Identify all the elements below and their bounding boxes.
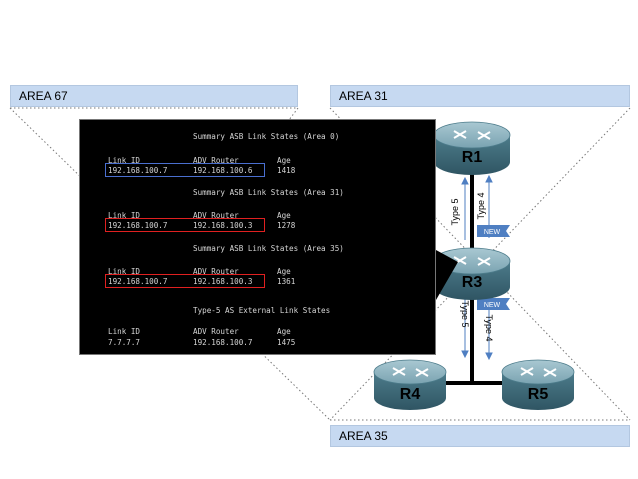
section3-title: Summary ASB Link States (Area 35) xyxy=(193,244,344,253)
section4-title: Type-5 AS External Link States xyxy=(193,306,331,315)
col-adv-router: ADV Router xyxy=(193,211,239,220)
highlight-box-blue xyxy=(105,163,265,177)
col-adv-router: ADV Router xyxy=(193,156,239,165)
col-age: Age xyxy=(277,156,291,165)
section4-age: 1475 xyxy=(277,338,296,347)
section2-link-id: 192.168.100.7 xyxy=(108,221,168,230)
section4-adv: 192.168.100.7 xyxy=(193,338,253,347)
new-lower-label: NEW xyxy=(484,302,501,309)
section4-link-id: 7.7.7.7 xyxy=(108,338,141,347)
section1-age: 1418 xyxy=(277,166,296,175)
area-31-label: AREA 31 xyxy=(330,85,630,107)
router-r4-label: R4 xyxy=(400,386,421,403)
router-arrows-icon xyxy=(392,367,429,377)
callout-pointer xyxy=(436,250,458,300)
area-67-label: AREA 67 xyxy=(10,85,298,107)
col-link-id: Link ID xyxy=(108,267,141,276)
section3-link-id: 192.168.100.7 xyxy=(108,277,168,286)
col-age: Age xyxy=(277,267,291,276)
boundary-line xyxy=(9,107,331,421)
router-r5-label: R5 xyxy=(528,386,549,403)
router-r4: R4 xyxy=(373,359,447,410)
section2-age: 1278 xyxy=(277,221,296,230)
type4-upper-label: Type 4 xyxy=(476,192,486,219)
arrow-head xyxy=(461,176,469,185)
col-adv-router: ADV Router xyxy=(193,327,239,336)
new-flag-lower: NEW xyxy=(477,298,510,310)
router-r5: R5 xyxy=(501,359,575,410)
router-r3-label: R3 xyxy=(462,274,483,291)
new-flag-upper: NEW xyxy=(477,225,510,237)
highlight-box-red xyxy=(105,218,265,232)
area-35-label: AREA 35 xyxy=(330,425,630,447)
type5-lower-label: Type 5 xyxy=(460,300,470,327)
section1-title: Summary ASB Link States (Area 0) xyxy=(193,132,340,141)
arrow-head xyxy=(461,350,469,359)
col-age: Age xyxy=(277,211,291,220)
terminal-output: Summary ASB Link States (Area 0) Link ID… xyxy=(79,119,436,355)
col-adv-router: ADV Router xyxy=(193,267,239,276)
section3-age: 1361 xyxy=(277,277,296,286)
col-link-id: Link ID xyxy=(108,211,141,220)
router-r1-label: R1 xyxy=(462,149,483,166)
section1-link-id: 192.168.100.7 xyxy=(108,166,168,175)
col-age: Age xyxy=(277,327,291,336)
section3-adv: 192.168.100.3 xyxy=(193,277,253,286)
type5-upper-label: Type 5 xyxy=(450,198,460,225)
router-arrows-icon xyxy=(453,130,491,140)
new-upper-label: NEW xyxy=(484,229,501,236)
section1-adv: 192.168.100.6 xyxy=(193,166,253,175)
section2-title: Summary ASB Link States (Area 31) xyxy=(193,188,344,197)
router-arrows-icon xyxy=(520,367,557,377)
arrow-head xyxy=(485,352,493,361)
col-link-id: Link ID xyxy=(108,327,141,336)
type4-lower-label: Type 4 xyxy=(484,314,494,341)
section2-adv: 192.168.100.3 xyxy=(193,221,253,230)
router-r1: R1 xyxy=(433,121,511,175)
arrow-head xyxy=(485,174,493,183)
highlight-box-red xyxy=(105,274,265,288)
col-link-id: Link ID xyxy=(108,156,141,165)
